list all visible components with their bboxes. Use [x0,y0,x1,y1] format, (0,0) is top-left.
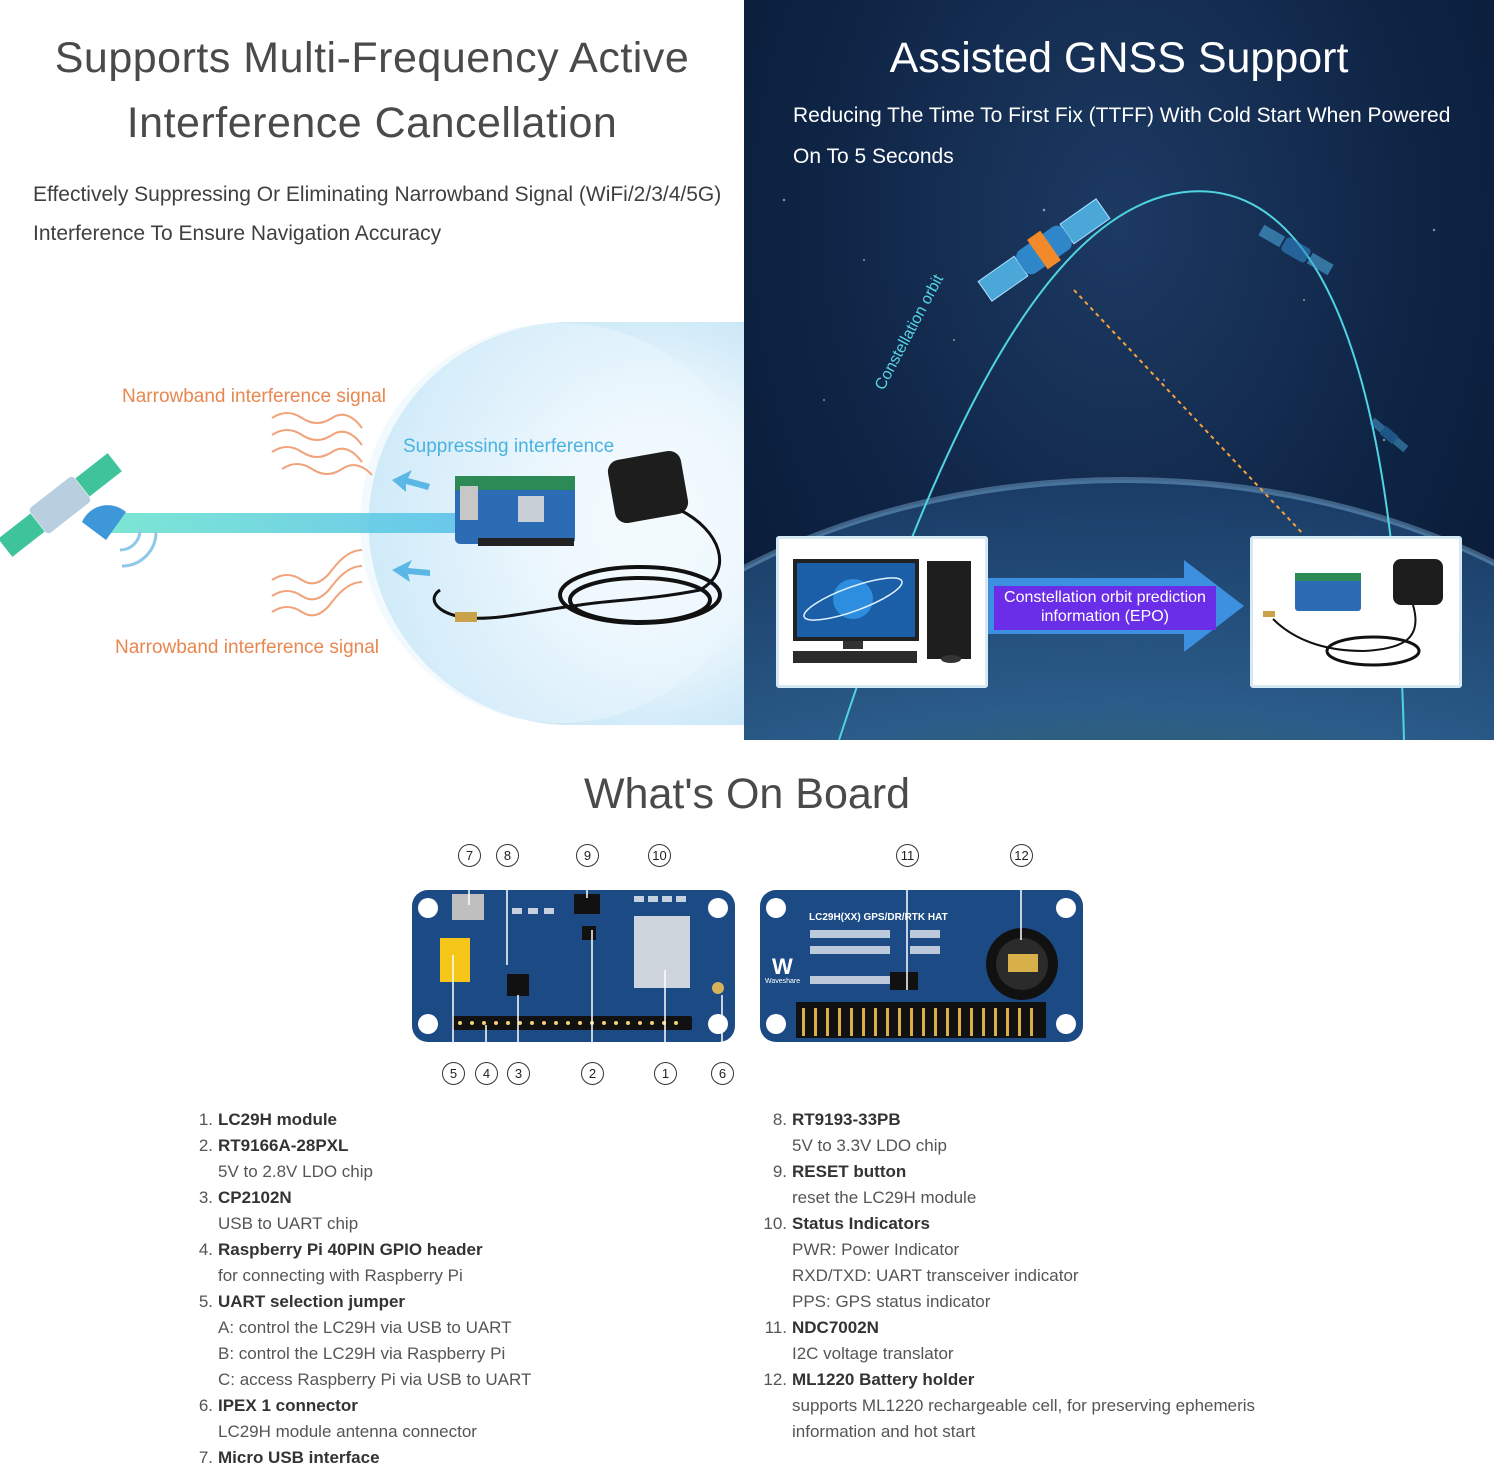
uart-jumper [440,938,470,982]
epo-label: Constellation orbit prediction informati… [994,586,1216,630]
interference-title-line1: Supports Multi-Frequency Active [54,34,690,82]
computer-box [776,536,988,688]
satellite-icon [0,451,158,568]
hat-board-icon [1263,559,1443,667]
board-bottom-view: W [760,890,1083,1042]
board-top-art [418,894,728,1034]
board-bottom-art: W [766,898,1076,1038]
callout-8: 8 [496,844,519,867]
gnss-title: Assisted GNSS Support [889,34,1349,82]
epo-line2: information (EPO) [1040,608,1170,625]
ndc7002n-chip [890,972,918,990]
interference-waves-top [271,412,373,476]
callout-4: 4 [475,1062,498,1085]
callout-lines [452,865,1022,1062]
component-desc: reset the LC29H module [792,1188,977,1207]
cp2102n-chip [507,974,529,996]
component-item-2: 2.RT9166A-28PXL [198,1136,349,1155]
component-desc: PPS: GPS status indicator [792,1292,991,1311]
component-item-6: 6.IPEX 1 connector [198,1396,358,1415]
component-item-12: 12.ML1220 Battery holder [763,1370,975,1389]
suppressing-label: Suppressing interference [403,436,615,457]
component-item-5: 5.UART selection jumper [198,1292,406,1311]
interference-subtitle-line1: Effectively Suppressing Or Eliminating N… [33,183,722,206]
callout-3: 3 [507,1062,530,1085]
board-top-view [412,890,735,1042]
component-desc: I2C voltage translator [792,1344,954,1363]
lc29h-module [634,916,690,988]
callout-11: 11 [896,844,919,867]
interference-illustration [0,322,744,725]
component-desc: RXD/TXD: UART transceiver indicator [792,1266,1079,1285]
callout-6: 6 [711,1062,734,1085]
component-item-8: 8.RT9193-33PB [772,1110,901,1129]
narrowband-label-top: Narrowband interference signal [122,386,387,407]
gnss-antenna-icon [432,450,722,625]
gnss-subtitle-line2: On To 5 Seconds [793,145,954,168]
brand-label: Waveshare [765,978,801,985]
component-item-7: 7.Micro USB interface [198,1448,380,1467]
component-desc: LC29H module antenna connector [218,1422,477,1441]
micro-usb-port [452,894,484,920]
satellite-small-icon [1369,417,1409,453]
component-desc: 5V to 3.3V LDO chip [792,1136,947,1155]
callout-10: 10 [648,844,671,867]
callout-7: 7 [458,844,481,867]
component-item-10: 10.Status Indicators [763,1214,930,1233]
interference-subtitle-line2: Interference To Ensure Navigation Accura… [33,222,442,245]
component-item-11: 11.NDC7002N [764,1318,879,1337]
gnss-subtitle-line1: Reducing The Time To First Fix (TTFF) Wi… [793,104,1451,127]
callout-9: 9 [576,844,599,867]
component-list-left: 1.LC29H module 2.RT9166A-28PXL 5V to 2.8… [198,1110,738,1470]
satellite-icon [977,198,1111,302]
component-desc: supports ML1220 rechargeable cell, for p… [792,1396,1256,1415]
component-list-right: 8.RT9193-33PB 5V to 3.3V LDO chip 9.RESE… [763,1110,1352,1441]
component-desc: for connecting with Raspberry Pi [218,1266,463,1285]
satellite-far-icon [1258,224,1334,276]
component-desc: B: control the LC29H via Raspberry Pi [218,1344,506,1363]
suppress-arrow-bottom [392,560,430,582]
component-desc: A: control the LC29H via USB to UART [218,1318,512,1337]
callout-1: 1 [654,1062,677,1085]
svg-text:W: W [772,954,793,979]
board-title: What's On Board [583,770,911,818]
component-item-3: 3.CP2102N [198,1188,292,1207]
gnss-panel: Assisted GNSS Support Reducing The Time … [744,0,1494,740]
ipex-connector [712,982,724,994]
signal-beam [110,513,460,533]
component-desc: USB to UART chip [218,1214,359,1233]
interference-waves-bottom [271,549,363,617]
narrowband-label-bottom: Narrowband interference signal [115,637,380,658]
component-item-4: 4.Raspberry Pi 40PIN GPIO header [198,1240,483,1259]
interference-panel: Supports Multi-Frequency Active Interfer… [0,0,744,740]
suppress-arrow-top [392,470,430,492]
component-item-9: 9.RESET button [772,1162,907,1181]
epo-line1: Constellation orbit prediction [1004,589,1206,606]
reset-button [574,894,600,914]
interference-title-line2: Interference Cancellation [126,99,618,147]
hat-board-icon [455,476,575,546]
component-item-1: 1.LC29H module [198,1110,338,1129]
component-desc: 5V to 2.8V LDO chip [218,1162,373,1181]
callout-12: 12 [1010,844,1033,867]
component-desc: information and hot start [792,1422,976,1441]
callout-5: 5 [442,1062,465,1085]
board-silk-label: LC29H(XX) GPS/DR/RTK HAT [809,912,948,923]
callout-2: 2 [581,1062,604,1085]
component-desc: C: access Raspberry Pi via USB to UART [218,1370,532,1389]
board-section: What's On Board [0,740,1494,1468]
component-desc: PWR: Power Indicator [792,1240,960,1259]
computer-icon [793,559,971,663]
device-box [1250,536,1462,688]
